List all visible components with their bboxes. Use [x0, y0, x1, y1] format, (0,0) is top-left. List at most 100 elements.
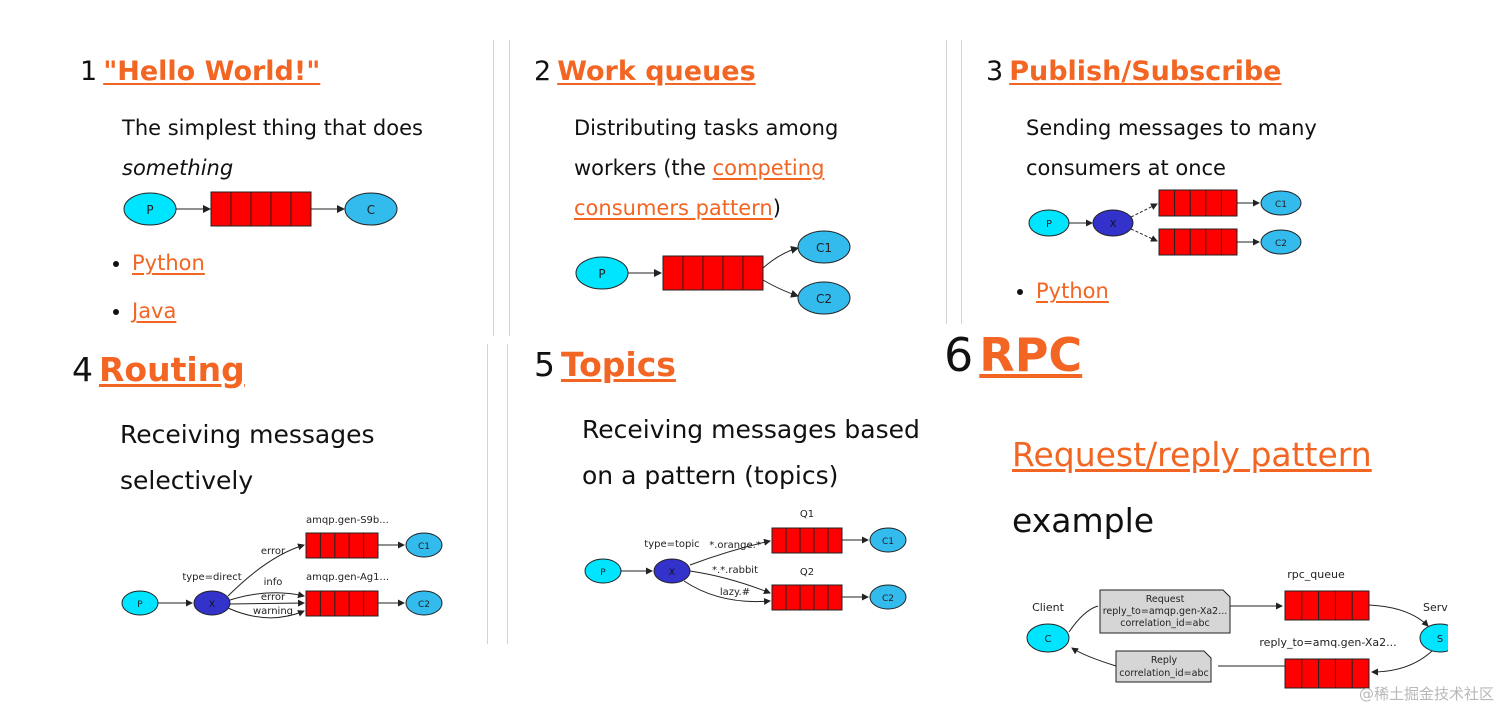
python-link[interactable]: Python: [132, 251, 205, 275]
separator: [509, 40, 510, 336]
hello-world-diagram: P C: [123, 191, 398, 227]
queue: [305, 590, 379, 617]
reply-line: correlation_id=abc: [1119, 668, 1208, 679]
request-message-box: Request reply_to=amqp.gen-Xa2... correla…: [1099, 589, 1231, 634]
tutorial-title-link[interactable]: "Hello World!": [103, 56, 321, 87]
topics-diagram: P X type=topic *.orange.* *.*.rabbit laz…: [584, 509, 907, 611]
competing-consumers-link[interactable]: competing: [712, 156, 825, 180]
client-letter: C: [1045, 634, 1052, 645]
consumer-node: [869, 584, 907, 610]
description-line: The simplest thing that does: [122, 116, 423, 140]
queue: [210, 191, 312, 227]
tutorial-description: Distributing tasks among workers (the co…: [574, 108, 838, 228]
binding-label: error: [261, 592, 286, 603]
consumer-label: C1: [882, 537, 894, 547]
consumer-node: [1260, 190, 1302, 216]
queue-name-label: amqp.gen-S9b...: [306, 515, 389, 526]
arrow: [762, 246, 799, 269]
tutorial-description: Receiving messages based on a pattern (t…: [582, 407, 920, 499]
tutorial-number: 5: [534, 345, 555, 384]
list-item: Python: [132, 239, 205, 287]
arrow: [1371, 650, 1433, 676]
description-line: Sending messages to many: [1026, 116, 1317, 140]
queue: [1284, 590, 1370, 621]
consumer-node: [344, 192, 398, 226]
client-node: [1026, 623, 1070, 653]
separator: [507, 344, 508, 644]
list-item: Java: [132, 287, 205, 335]
description-line: on a pattern (topics): [582, 461, 839, 490]
server-label: Serv: [1423, 601, 1448, 614]
arrow: [229, 591, 305, 601]
request-reply-pattern-link[interactable]: Request/reply pattern: [1012, 435, 1372, 474]
arrow: [227, 607, 305, 619]
binding-label: *.*.rabbit: [712, 565, 758, 576]
rpc-queue-label: rpc_queue: [1287, 568, 1345, 581]
tutorial-title-link[interactable]: Topics: [561, 345, 676, 384]
queue: [1284, 658, 1370, 689]
tutorial-title-link[interactable]: Publish/Subscribe: [1009, 56, 1282, 87]
competing-consumers-link[interactable]: consumers pattern: [574, 196, 773, 220]
description-line: workers (the competing: [574, 148, 838, 188]
producer-label: P: [600, 568, 606, 578]
separator: [946, 40, 947, 324]
exchange-node: [193, 590, 231, 616]
request-line: Request: [1146, 594, 1185, 605]
queue-name-label: amqp.gen-Ag1...: [306, 572, 389, 583]
tutorial-number: 4: [72, 350, 93, 389]
description-line: Receiving messages: [120, 420, 375, 449]
exchange-type-label: type=topic: [644, 539, 699, 550]
consumer-node: [797, 281, 851, 315]
arrow: [689, 570, 771, 595]
tutorial-heading: 1"Hello World!": [80, 56, 320, 87]
consumer-label: C: [367, 203, 375, 217]
description-line: consumers pattern): [574, 188, 838, 228]
request-line: reply_to=amqp.gen-Xa2...: [1103, 606, 1228, 617]
tutorial-description: Sending messages to many consumers at on…: [1026, 108, 1317, 188]
reply-message-box: Reply correlation_id=abc: [1115, 650, 1212, 683]
queue-name-label: Q1: [800, 509, 814, 520]
queue: [662, 255, 764, 291]
list-item: Python: [1036, 267, 1109, 315]
description-line: Receiving messages based: [582, 415, 920, 444]
consumer-node: [869, 527, 907, 553]
tutorial-title-link[interactable]: Routing: [99, 350, 245, 389]
description-line: something: [122, 156, 234, 180]
consumer-node: [1260, 229, 1302, 255]
binding-label: lazy.#: [720, 587, 750, 598]
description-line: Request/reply pattern: [1012, 422, 1372, 488]
queue: [771, 527, 843, 554]
tutorial-number: 6: [944, 328, 974, 382]
rpc-diagram: Client C Request reply_to=amqp.gen-Xa2..…: [1026, 568, 1448, 689]
producer-label: P: [598, 267, 605, 281]
consumer-label: C2: [418, 600, 430, 610]
watermark: @稀土掘金技术社区: [1358, 685, 1494, 703]
consumer-label: C2: [882, 594, 894, 604]
binding-label: error: [261, 546, 286, 557]
tutorial-number: 3: [986, 56, 1004, 87]
queue: [305, 532, 379, 559]
reply-queue-label: reply_to=amq.gen-Xa2...: [1259, 636, 1396, 649]
description-line: consumers at once: [1026, 156, 1226, 180]
binding-label: info: [264, 577, 283, 588]
consumer-label: C2: [1275, 239, 1287, 249]
binding-label: *.orange.*: [709, 540, 761, 551]
tutorial-title-link[interactable]: RPC: [979, 328, 1083, 382]
python-link[interactable]: Python: [1036, 279, 1109, 303]
consumer-label: C1: [816, 241, 832, 255]
consumer-node: [797, 230, 851, 264]
arrow: [762, 279, 799, 298]
arrow: [689, 538, 771, 566]
java-link[interactable]: Java: [132, 299, 177, 323]
arrow: [229, 599, 305, 607]
consumer-label: C1: [1275, 200, 1287, 210]
exchange-label: X: [669, 568, 675, 578]
tutorial-title-link[interactable]: Work queues: [557, 56, 756, 87]
language-list: Python: [1008, 267, 1109, 315]
work-queues-diagram: P C1 C2: [575, 230, 851, 315]
server-letter: S: [1437, 634, 1443, 645]
